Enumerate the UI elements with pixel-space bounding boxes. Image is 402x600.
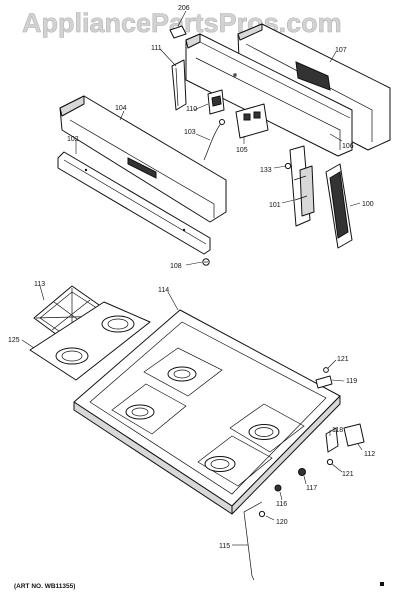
callout-107: 107 [335,47,347,54]
burner-rear-left [143,347,223,397]
lower-trim-102 [57,151,211,255]
callout-119: 119 [346,378,357,385]
nut-116 [274,484,282,492]
screw-121-upper [323,367,329,373]
cooktop-114 [73,309,341,515]
callout-106: 106 [342,143,354,150]
callout-110: 110 [186,106,197,113]
callout-118: 118 [332,427,343,434]
callout-115: 115 [219,543,230,550]
rod-103 [203,119,225,161]
callout-111: 111 [151,45,162,52]
callout-108: 108 [170,263,182,270]
callout-102: 102 [67,136,79,143]
callout-125: 125 [8,337,20,344]
end-cap-101 [289,145,315,227]
leader-lines [21,10,363,546]
callout-103: 103 [184,129,196,136]
bracket-119 [315,375,333,389]
screw-120 [258,510,266,518]
burner-front-right [197,435,273,487]
front-trim-104 [59,95,227,223]
callout-104: 104 [115,105,127,112]
control-panel-body [185,33,353,157]
callout-101: 101 [269,202,281,209]
burner-rear-right [229,403,305,453]
burner-front-left [111,383,187,435]
art-number: (ART NO. WB11355) [14,583,75,590]
corner-mark [380,582,384,586]
callout-100: 100 [362,201,374,208]
nut-117 [298,468,306,476]
switch-110 [207,89,225,115]
bracket-112 [343,423,365,447]
screw-121-lower [326,458,334,466]
callout-112: 112 [364,451,375,458]
callout-117: 117 [306,485,317,492]
side-bracket-111 [171,59,187,111]
callout-114: 114 [158,287,169,294]
callout-113: 113 [34,281,45,288]
bracket-118 [325,427,339,453]
end-cap-100 [325,163,353,249]
callout-105: 105 [236,147,248,154]
callout-133: 133 [260,167,272,174]
support-rod-115 [243,501,263,581]
callout-206: 206 [178,5,190,12]
screw-133 [284,162,292,170]
callout-121-upper: 121 [337,356,349,363]
screw-108 [202,258,210,266]
callout-120: 120 [276,519,288,526]
burner-bowl-125 [29,301,151,381]
clock-timer-105 [235,103,269,139]
callout-121-lower: 121 [342,471,354,478]
clip-206 [169,25,187,39]
watermark-text: AppliancePartsPros.com [22,8,342,38]
callout-116: 116 [276,501,287,508]
